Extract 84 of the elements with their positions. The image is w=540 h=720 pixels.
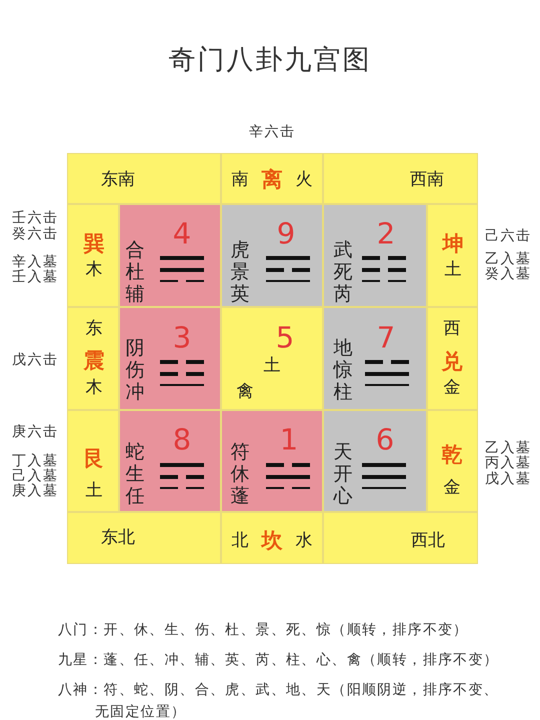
vertical-text: 合杜辅 xyxy=(126,239,144,305)
direction-label: 禽 xyxy=(236,384,254,400)
outer-band-cell xyxy=(67,153,221,204)
palace-cell xyxy=(221,307,323,410)
direction-label: 火 xyxy=(296,172,312,188)
vertical-text: 符休蓬 xyxy=(230,441,250,507)
outer-band-cell xyxy=(427,307,478,410)
direction-label: 南 xyxy=(232,172,248,188)
side-note: 戊六击 xyxy=(12,353,58,367)
direction-label: 土 xyxy=(444,262,462,278)
palace-number: 1 xyxy=(280,426,298,454)
trigram-character: 坤 xyxy=(442,234,464,254)
trigram-character: 兑 xyxy=(442,352,462,372)
palace-cell xyxy=(119,307,221,410)
palace-number: 7 xyxy=(376,324,396,352)
vertical-text: 虎景英 xyxy=(230,239,250,305)
title: 奇门八卦九宫图 xyxy=(168,46,372,74)
side-note: 辛入墓 xyxy=(12,255,58,269)
palace-cell xyxy=(119,410,221,512)
outer-band-cell xyxy=(323,512,478,564)
outer-band-cell xyxy=(67,410,119,512)
side-note: 丁入墓 xyxy=(12,454,58,468)
direction-label: 东 xyxy=(86,320,102,338)
outer-band-cell xyxy=(67,307,119,410)
vertical-text: 地惊柱 xyxy=(334,337,352,403)
side-note: 壬入墓 xyxy=(12,270,58,284)
vertical-text: 阴伤冲 xyxy=(126,337,144,403)
direction-label: 北 xyxy=(232,532,248,550)
direction-label: 木 xyxy=(86,262,102,278)
side-note: 癸六击 xyxy=(12,227,58,241)
outer-band-cell xyxy=(67,204,119,307)
vertical-text: 蛇生任 xyxy=(126,441,144,507)
palace-number: 6 xyxy=(376,426,394,454)
trigram-character: 乾 xyxy=(442,444,462,466)
palace-cell xyxy=(119,204,221,307)
trigram-character: 离 xyxy=(262,170,282,190)
outer-band-cell xyxy=(221,512,323,564)
side-note: 辛六击 xyxy=(248,125,296,139)
outer-band-cell xyxy=(67,512,221,564)
vertical-text: 武死芮 xyxy=(334,239,352,305)
palace-cell xyxy=(221,204,323,307)
trigram-character: 震 xyxy=(84,350,104,372)
side-note: 乙入墓 xyxy=(484,441,532,455)
direction-label: 西南 xyxy=(410,172,444,188)
outer-band-cell xyxy=(221,153,323,204)
side-note: 庚入墓 xyxy=(12,484,58,498)
palace-cell xyxy=(323,204,427,307)
side-note: 己六击 xyxy=(484,229,532,243)
direction-label: 土 xyxy=(86,482,102,500)
trigram-character: 艮 xyxy=(84,448,104,470)
outer-band-cell xyxy=(427,410,478,512)
direction-label: 水 xyxy=(296,532,312,550)
direction-label: 木 xyxy=(86,380,102,396)
vertical-text: 天开心 xyxy=(334,441,352,507)
palace-number: 5 xyxy=(276,324,294,352)
outer-band-cell xyxy=(323,153,478,204)
note-line: 八门：开、休、生、伤、杜、景、死、惊（顺转，排序不变） xyxy=(58,621,470,640)
direction-label: 土 xyxy=(264,358,280,374)
palace-cell xyxy=(221,410,323,512)
direction-label: 西北 xyxy=(411,532,445,550)
palace-cell xyxy=(323,410,427,512)
side-note: 癸入墓 xyxy=(484,267,532,281)
direction-label: 金 xyxy=(444,380,460,396)
side-note: 壬六击 xyxy=(12,211,58,225)
note-line: 九星：蓬、任、冲、辅、英、芮、柱、心、禽（顺转，排序不变） xyxy=(58,651,500,670)
palace-number: 2 xyxy=(376,220,396,248)
palace-number: 3 xyxy=(172,324,192,352)
side-note: 丙入墓 xyxy=(484,456,532,470)
palace-number: 8 xyxy=(172,426,192,454)
palace-number: 9 xyxy=(276,220,296,248)
side-note: 戊入墓 xyxy=(484,472,532,486)
trigram-character: 坎 xyxy=(262,530,282,552)
direction-label: 金 xyxy=(444,480,460,496)
direction-label: 西 xyxy=(444,320,460,338)
direction-label: 东北 xyxy=(101,530,135,546)
outer-band-cell xyxy=(427,204,478,307)
palace-cell xyxy=(323,307,427,410)
side-note: 乙入墓 xyxy=(484,252,532,266)
note-line: 八神：符、蛇、阴、合、虎、武、地、天（阳顺阴逆，排序不变、无固定位置） xyxy=(58,681,500,720)
side-note: 庚六击 xyxy=(12,425,58,439)
side-note: 己入墓 xyxy=(12,469,58,483)
direction-label: 东南 xyxy=(101,172,135,188)
trigram-character: 巽 xyxy=(84,234,104,254)
palace-number: 4 xyxy=(172,220,192,248)
